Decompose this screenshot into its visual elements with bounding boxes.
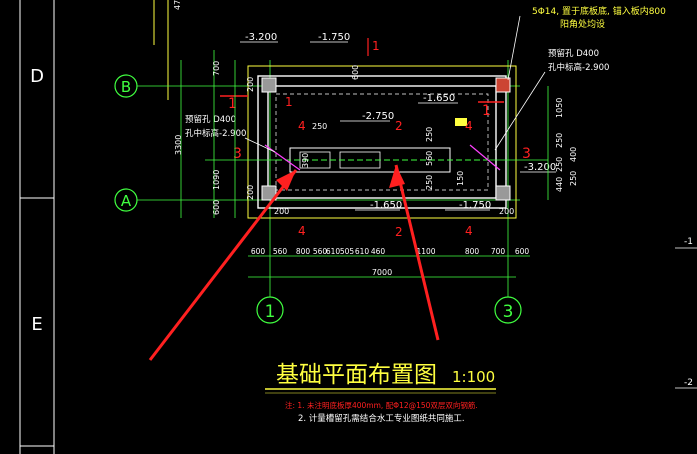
- elevation-6: -1.650: [370, 200, 402, 211]
- section-mark-4-tl: 4: [298, 119, 306, 133]
- rebar-leader: [507, 15, 521, 81]
- wall-outline-inner: [267, 85, 497, 199]
- hole-note-right-1: 预留孔 D400: [548, 48, 599, 59]
- note-2: 2. 计量槽留孔需结合水工专业图纸共同施工.: [298, 413, 465, 424]
- left-dim-4: 1090: [212, 170, 221, 190]
- hole-note-right-2: 孔中标高-2.900: [548, 62, 609, 73]
- section-mark-1-right: 1: [482, 103, 491, 119]
- bottom-dim-3: 560: [313, 247, 328, 256]
- hole-leader-left: [244, 137, 276, 153]
- hole-note-left-1: 预留孔 D400: [185, 114, 236, 125]
- axis-label-3: 3: [503, 302, 514, 322]
- right-dim-3: 400: [569, 147, 578, 162]
- section-mark-3-left: 3: [233, 146, 242, 162]
- elevation-7: -1.750: [459, 200, 491, 211]
- right-dim-2: 250: [555, 133, 564, 148]
- right-dim-6: 250: [569, 171, 578, 186]
- section-mark-4-br: 4: [465, 224, 473, 238]
- bottom-dim-5: 505: [340, 247, 355, 256]
- section-mark-2-inner: 2: [395, 119, 403, 133]
- section-mark-1-inner: 1: [285, 95, 293, 109]
- left-dim-2: 200: [246, 77, 255, 92]
- left-dim-3: 3300: [174, 135, 183, 155]
- pipe-right: [469, 144, 501, 171]
- bottom-dim-7: 460: [371, 247, 386, 256]
- wall-outline-outer: [257, 75, 507, 209]
- right-dim-1: 1050: [555, 98, 564, 118]
- red-arrow-left-head: [276, 170, 296, 191]
- red-arrow-right-head: [389, 165, 405, 188]
- section-mark-4-tr: 4: [465, 119, 473, 133]
- inner-dim-600: 600: [351, 65, 360, 80]
- inner-dim-150: 150: [456, 171, 465, 186]
- corner-column-tl: [261, 77, 277, 93]
- inner-dim-390: 390: [301, 153, 310, 168]
- section-mark-1-left: 1: [228, 96, 237, 112]
- section-mark-2-bottom: 2: [395, 225, 403, 239]
- axis-label-b: B: [121, 78, 131, 96]
- top-dim: 470: [173, 0, 182, 10]
- elevation-5: -3.200: [524, 162, 556, 173]
- hole-note-left-2: 孔中标高-2.900: [185, 128, 246, 139]
- inner-dim-200b: 200: [499, 207, 514, 216]
- pipe-left: [264, 144, 301, 171]
- drawing-title: 基础平面布置图: [276, 362, 437, 388]
- inner-dim-250a: 250: [312, 122, 327, 131]
- bottom-dim-9: 800: [465, 247, 480, 256]
- left-dim-6: 600: [212, 200, 221, 215]
- bottom-dim-10: 700: [491, 247, 506, 256]
- rebar-note-2: 阳角处均设: [560, 18, 605, 30]
- elevation-1: -3.200: [245, 32, 277, 43]
- inner-dim-200a: 200: [274, 207, 289, 216]
- axis-label-1: 1: [265, 302, 276, 322]
- section-mark-1-top: 1: [372, 39, 380, 53]
- left-dim-5: 200: [246, 185, 255, 200]
- left-dim-1: 700: [212, 61, 221, 76]
- section-mark-4-bl: 4: [298, 224, 306, 238]
- right-dim-5: 250: [555, 157, 564, 172]
- total-dim: 7000: [372, 268, 392, 277]
- note-1: 注: 1. 未注明底板厚400mm, 配Φ12@150双层双向钢筋.: [285, 400, 478, 410]
- corner-column-bl: [261, 185, 277, 201]
- floor-outline: [275, 93, 489, 191]
- foundation-outline: [247, 65, 517, 219]
- right-edge-label-2: -2: [684, 378, 693, 388]
- red-arrow-left: [148, 169, 298, 361]
- hole-leader-right: [494, 71, 546, 151]
- inner-dim-560: 560: [425, 151, 434, 166]
- small-box: [455, 118, 467, 126]
- bottom-dim-2: 800: [296, 247, 311, 256]
- elevation-2: -1.750: [318, 32, 350, 43]
- row-label-e: E: [31, 314, 42, 335]
- right-edge-label-1: -1: [684, 237, 693, 247]
- elevation-4: -2.750: [362, 111, 394, 122]
- row-label-d: D: [30, 66, 44, 87]
- section-mark-3-right: 3: [522, 146, 531, 162]
- drawing-scale: 1:100: [452, 368, 495, 386]
- bottom-dim-8: 1100: [416, 247, 435, 256]
- bottom-dim-1: 560: [273, 247, 288, 256]
- bottom-dim-4: 610: [326, 247, 341, 256]
- bottom-dim-6: 610: [355, 247, 370, 256]
- elevation-3: -1.650: [423, 93, 455, 104]
- rebar-note: 5Φ14, 置于底板底, 锚入板内800: [532, 5, 666, 17]
- corner-column-br: [495, 185, 511, 201]
- right-dim-4: 440: [555, 177, 564, 192]
- bottom-dim-11: 600: [515, 247, 530, 256]
- bottom-dim-0: 600: [251, 247, 266, 256]
- inner-dim-250b: 250: [425, 127, 434, 142]
- corner-column-tr: [495, 77, 511, 93]
- red-arrow-right: [394, 164, 440, 341]
- inner-dim-250c: 250: [425, 175, 434, 190]
- axis-label-a: A: [121, 192, 132, 210]
